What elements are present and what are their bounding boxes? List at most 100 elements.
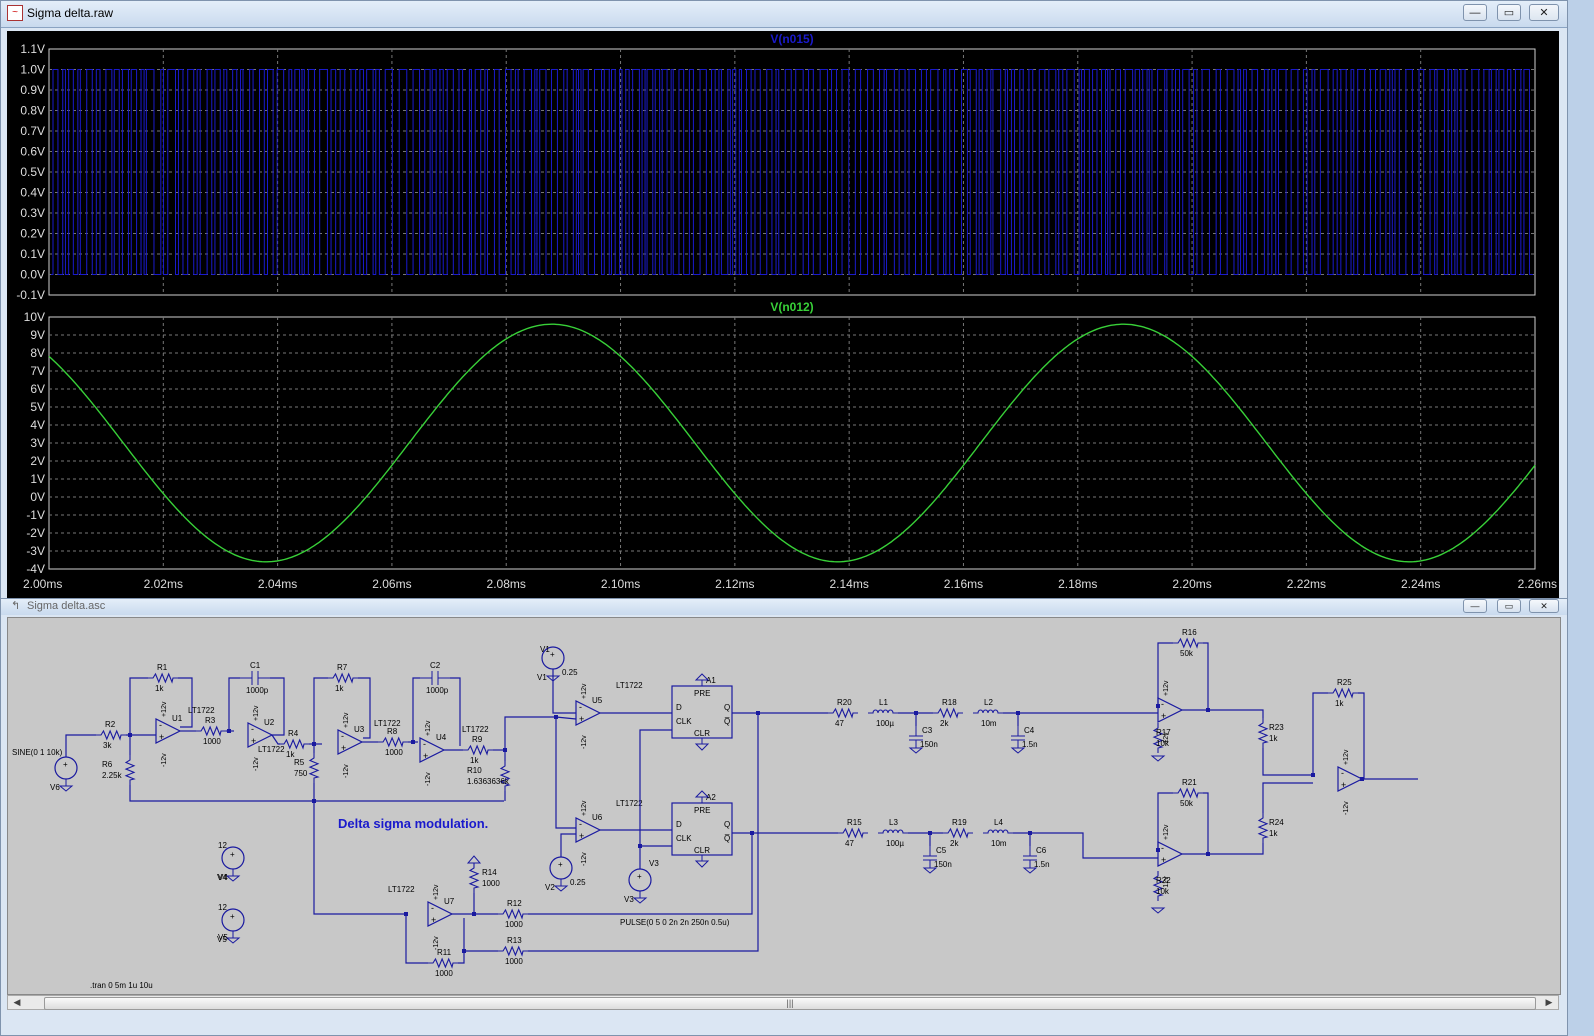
u7-supply-minus: -12v <box>433 936 440 950</box>
u6-model: LT1722 <box>616 799 643 808</box>
r17-label: R17 <box>1156 728 1171 737</box>
r23-value: 1k <box>1269 734 1278 743</box>
x-tick-label: 2.22ms <box>1287 577 1326 591</box>
r19-resistor <box>943 827 973 839</box>
minimize-button[interactable]: — <box>1463 4 1487 21</box>
r17-value: 10k <box>1156 739 1170 748</box>
close-button[interactable]: ✕ <box>1529 4 1559 21</box>
a2-ground-icon <box>694 855 710 868</box>
r12-resistor <box>498 908 528 920</box>
a1-vcc-icon <box>694 673 710 686</box>
u3-supply-minus: -12v <box>343 764 350 778</box>
r2-value: 3k <box>103 741 112 750</box>
scroll-thumb[interactable]: ||| <box>44 997 1536 1010</box>
u7-minus: - <box>431 903 434 913</box>
v6-value: SINE(0 1 10k) <box>12 748 63 757</box>
x-tick-label: 2.02ms <box>144 577 183 591</box>
scroll-right-icon[interactable]: ▶ <box>1545 997 1553 1007</box>
u10-minus: - <box>1341 768 1344 778</box>
horizontal-scrollbar[interactable]: ◀ ||| ▶ <box>7 995 1559 1010</box>
scroll-left-icon[interactable]: ◀ <box>13 997 21 1007</box>
u3-supply-plus: +12v <box>343 712 350 728</box>
schematic-maximize-button[interactable]: ▭ <box>1497 599 1521 613</box>
wire-r16r <box>1182 642 1209 711</box>
u8-minus: - <box>1161 699 1164 709</box>
u2-minus: - <box>251 724 254 734</box>
v4-name: V4 <box>218 873 228 882</box>
pane1-y-tick-label: 0.2V <box>20 227 45 241</box>
x-tick-label: 2.08ms <box>487 577 526 591</box>
tran-directive: .tran 0 5m 1u 10u <box>90 981 153 990</box>
c1-value: 1000p <box>246 686 269 695</box>
u8-supply-minus: -12v <box>1163 732 1170 746</box>
r6-value: 2.25k <box>102 771 123 780</box>
r6-resistor <box>124 755 136 785</box>
r13-resistor <box>498 945 528 957</box>
x-tick-label: 2.04ms <box>258 577 297 591</box>
r3-value: 1000 <box>203 737 221 746</box>
c4-label: C4 <box>1024 726 1035 735</box>
r7-value: 1k <box>335 684 344 693</box>
waveform-plot[interactable]: 1.1V1.0V0.9V0.8V0.7V0.6V0.5V0.4V0.3V0.2V… <box>7 31 1559 599</box>
a2-qbar: Q̅ <box>724 834 730 843</box>
schematic-titlebar[interactable]: ↰ Sigma delta.asc — ▭ ✕ <box>1 599 1567 615</box>
r21-value: 50k <box>1180 799 1194 808</box>
l4-value: 10m <box>991 839 1007 848</box>
x-tick-label: 2.06ms <box>372 577 411 591</box>
wire-l4r <box>1013 832 1158 859</box>
pane1-y-tick-label: 0.7V <box>20 124 45 138</box>
u5-model: LT1722 <box>616 681 643 690</box>
wire-v6 <box>65 734 96 757</box>
u4-supply-minus: -12v <box>425 772 432 786</box>
r5-label: R5 <box>294 758 305 767</box>
l4-inductor <box>983 829 1013 834</box>
v3-name: V3 <box>649 859 659 868</box>
l2-value: 10m <box>981 719 997 728</box>
u2-plus: + <box>251 736 256 746</box>
waveform-titlebar[interactable]: ~ Sigma delta.raw — ▭ ✕ <box>1 1 1567 28</box>
ground-icon <box>1150 907 1166 914</box>
r9-label: R9 <box>472 735 483 744</box>
junction <box>638 844 642 848</box>
schematic-close-button[interactable]: ✕ <box>1529 599 1559 613</box>
r24-resistor <box>1257 813 1269 843</box>
wire-c2r <box>450 677 461 746</box>
u5-supply-plus: +12v <box>581 683 588 699</box>
wire-u7fb <box>405 914 428 964</box>
schematic-title-note: Delta sigma modulation. <box>338 816 488 831</box>
r13-label: R13 <box>507 936 522 945</box>
waveform-window-title: Sigma delta.raw <box>27 6 114 20</box>
maximize-button[interactable]: ▭ <box>1497 4 1521 21</box>
a2-q: Q <box>724 820 730 829</box>
r23-label: R23 <box>1269 723 1284 732</box>
r7-label: R7 <box>337 663 348 672</box>
c5-value: 150n <box>934 860 952 869</box>
x-tick-label: 2.24ms <box>1401 577 1440 591</box>
v2-plus: + <box>558 860 563 869</box>
wire-clk1 <box>639 729 672 869</box>
u4-model: LT1722 <box>462 725 489 734</box>
u2-supply-plus: +12v <box>253 705 260 721</box>
schematic-drawing[interactable]: SINE(0 1 10k)+V6R23kR62.25kR11k-+U1+12v-… <box>8 618 1560 994</box>
l3-inductor <box>878 829 908 834</box>
x-tick-label: 2.18ms <box>1058 577 1097 591</box>
u2-model: LT1722 <box>258 745 285 754</box>
v1-name: V1 <box>540 645 550 654</box>
r8-resistor <box>378 736 408 748</box>
wire-to-r24 <box>1208 843 1264 855</box>
r2-resistor <box>96 729 126 741</box>
u9-opamp <box>1157 841 1184 867</box>
u8-plus: + <box>1161 711 1166 721</box>
wire-u7in <box>313 801 406 915</box>
u6-label: U6 <box>592 813 603 822</box>
r22-resistor <box>1152 871 1164 901</box>
schematic-minimize-button[interactable]: — <box>1463 599 1487 613</box>
v4-ground-icon <box>225 869 241 882</box>
c3-ground-icon <box>908 747 924 754</box>
r6-label: R6 <box>102 760 113 769</box>
l1-value: 100µ <box>876 719 894 728</box>
wire-r23b <box>1262 748 1313 776</box>
c5-capacitor <box>923 846 937 868</box>
